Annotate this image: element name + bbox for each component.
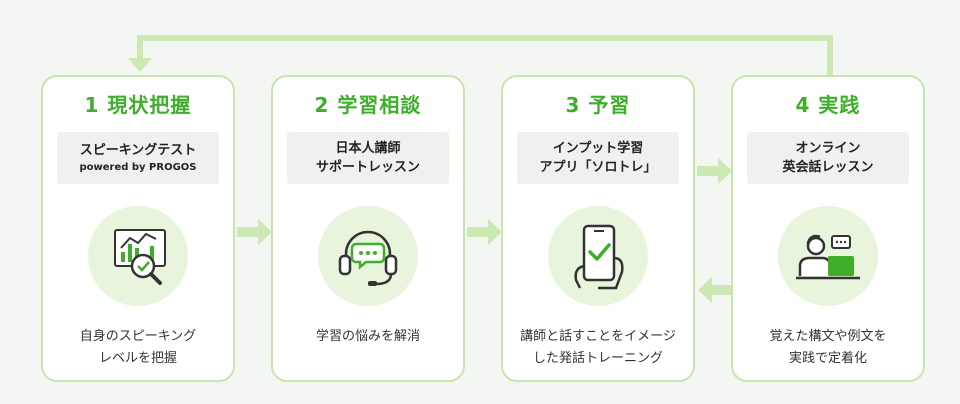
step-card-2: 2 学習相談 日本人講師 サポートレッスン 学習の悩みを解消 xyxy=(271,75,465,382)
step-desc-line: 学習の悩みを解消 xyxy=(315,329,420,344)
icon-circle xyxy=(88,206,188,306)
person-laptop-icon xyxy=(796,234,860,280)
step-title: 1 現状把握 xyxy=(84,93,192,117)
step-label-box: オンライン 英会話レッスン xyxy=(747,132,909,184)
headset-icon xyxy=(338,230,398,286)
step-desc-line: した発話トレーニング xyxy=(532,351,663,366)
step-card-1: 1 現状把握 スピーキングテスト powered by PROGOS 自身のスピ… xyxy=(41,75,235,382)
arrow-left-back xyxy=(698,277,733,303)
step-label-box: スピーキングテスト powered by PROGOS xyxy=(57,132,219,184)
step-desc-line: 自身のスピーキング xyxy=(79,329,197,344)
icon-circle xyxy=(548,206,648,306)
step-label-box: 日本人講師 サポートレッスン xyxy=(287,132,449,184)
step-label-sub: powered by PROGOS xyxy=(79,162,197,173)
loop-back-arrow xyxy=(137,35,833,75)
step-desc-line: レベルを把握 xyxy=(98,351,177,366)
step-label: スピーキングテスト xyxy=(79,143,197,158)
step-label-box: インプット学習 アプリ「ソロトレ」 xyxy=(517,132,679,184)
step-description: 自身のスピーキング レベルを把握 xyxy=(43,326,233,370)
step-title: 3 予習 xyxy=(565,93,631,117)
icon-circle xyxy=(318,206,418,306)
arrow-right-2 xyxy=(467,219,502,245)
step-label: 日本人講師 xyxy=(335,141,401,156)
step-card-3: 3 予習 インプット学習 アプリ「ソロトレ」 講師と話すことをイメージ した発話… xyxy=(501,75,695,382)
chart-magnifier-icon xyxy=(114,229,166,285)
step-label: オンライン xyxy=(795,141,861,156)
step-label: サポートレッスン xyxy=(315,160,420,175)
step-label: インプット学習 xyxy=(552,141,644,156)
step-label: 英会話レッスン xyxy=(782,160,874,175)
icon-circle xyxy=(778,206,878,306)
step-desc-line: 実践で定着化 xyxy=(788,351,867,366)
step-description: 覚えた構文や例文を 実践で定着化 xyxy=(733,326,923,370)
loop-back-arrowhead xyxy=(128,58,152,72)
step-card-4: 4 実践 オンライン 英会話レッスン 覚えた構文や例文を 実践で定着化 xyxy=(731,75,925,382)
smartphone-check-icon xyxy=(574,224,624,290)
step-title: 4 実践 xyxy=(795,93,861,117)
step-description: 講師と話すことをイメージ した発話トレーニング xyxy=(503,326,693,370)
step-label: アプリ「ソロトレ」 xyxy=(539,160,657,175)
step-desc-line: 覚えた構文や例文を xyxy=(769,329,887,344)
step-description: 学習の悩みを解消 xyxy=(273,326,463,348)
step-desc-line: 講師と話すことをイメージ xyxy=(520,329,676,344)
arrow-right-3 xyxy=(697,158,732,184)
arrow-right-1 xyxy=(237,219,272,245)
step-title: 2 学習相談 xyxy=(314,93,422,117)
